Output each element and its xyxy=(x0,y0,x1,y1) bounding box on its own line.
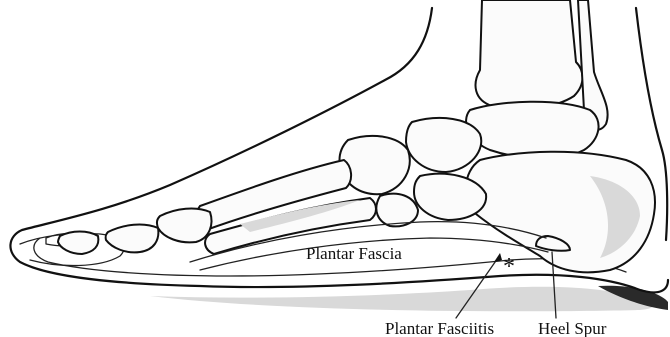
phalanx-proximal xyxy=(157,209,212,243)
talus-bone xyxy=(466,102,598,159)
heel-spur-label: Heel Spur xyxy=(538,319,607,337)
phalanx-distal xyxy=(58,232,98,255)
navicular-bone xyxy=(406,118,481,172)
plantar-fascia-label: Plantar Fascia xyxy=(306,244,402,263)
tibia-bone xyxy=(476,0,583,109)
ground-shadow xyxy=(150,287,653,312)
cuneiform-bone-2 xyxy=(376,194,418,227)
phalanx-middle xyxy=(106,225,159,253)
cuneiform-bone xyxy=(339,136,409,194)
fasciitis-asterisk: * xyxy=(503,254,515,280)
plantar-fasciitis-label: Plantar Fasciitis xyxy=(385,319,494,337)
